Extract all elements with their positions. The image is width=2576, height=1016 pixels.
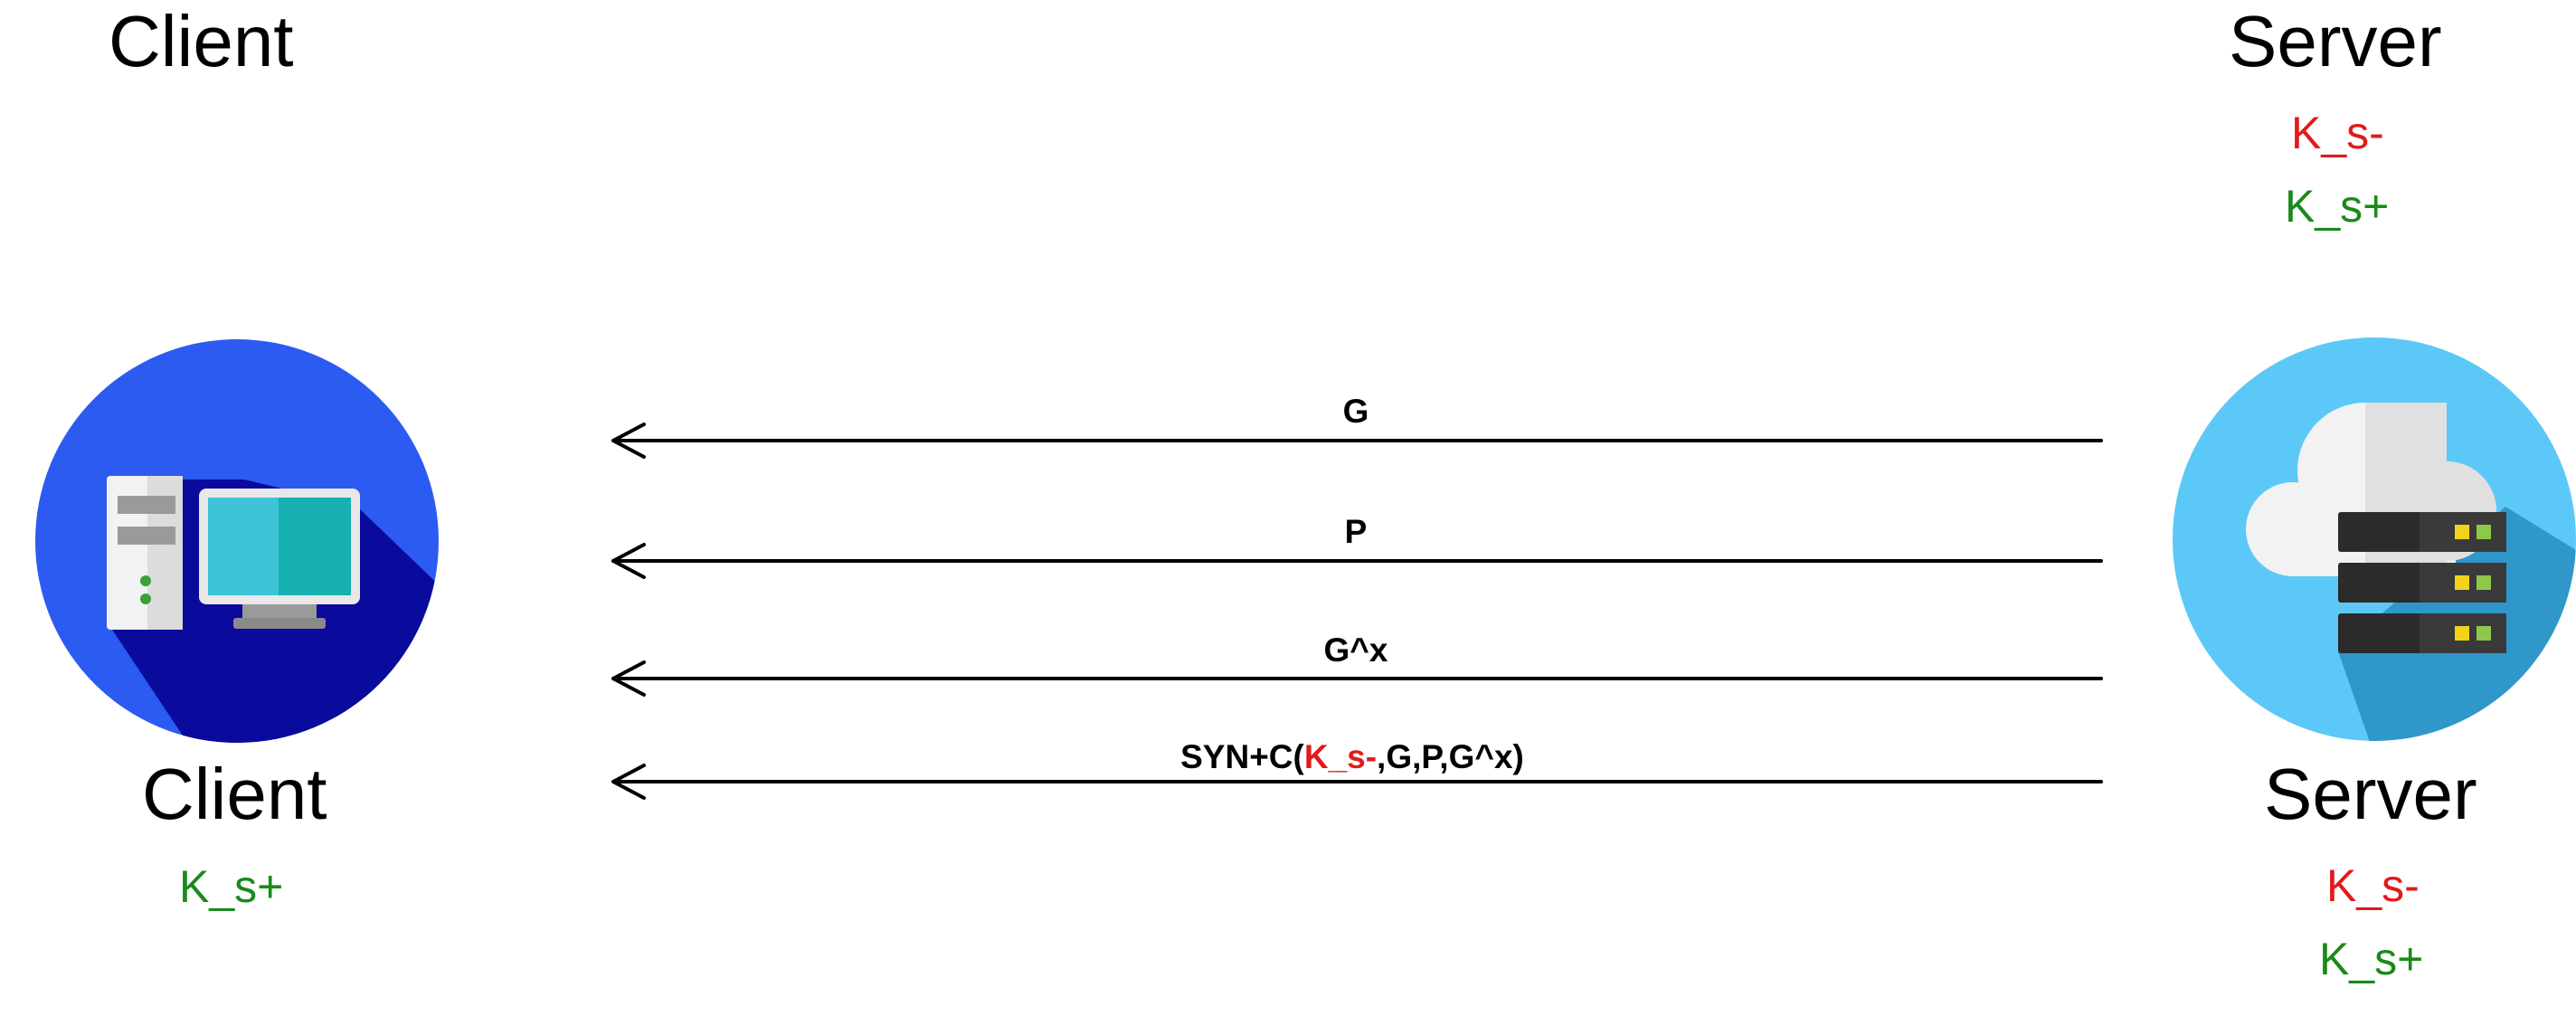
message-label-p: P [1344,513,1368,550]
arrowhead-p [611,543,646,579]
top-client-label: Client [109,1,294,81]
server-label: Server [2264,754,2477,834]
message-syn-key: K_s- [1303,738,1378,775]
top-server-private-key: K_s- [2291,108,2384,158]
client-label: Client [142,754,327,834]
message-label-g: G [1342,393,1369,430]
arrowhead-gx [611,660,646,697]
top-server-label: Server [2229,1,2442,81]
server-private-key: K_s- [2326,860,2420,911]
client-public-key: K_s+ [179,861,284,912]
message-syn-prefix: SYN+C( [1180,738,1304,775]
cloud-server-icon-group [2173,337,2576,741]
message-label-syn: SYN+C(K_s-,G,P,G^x) [1180,740,1524,774]
server-public-key: K_s+ [2319,934,2424,984]
arrowhead-g [611,423,646,459]
message-syn-suffix: ,G,P,G^x) [1377,738,1524,775]
top-server-public-key: K_s+ [2285,181,2390,232]
arrowhead-syn [611,764,646,800]
client-icon-group [35,339,439,743]
message-label-gx: G^x [1323,631,1388,669]
